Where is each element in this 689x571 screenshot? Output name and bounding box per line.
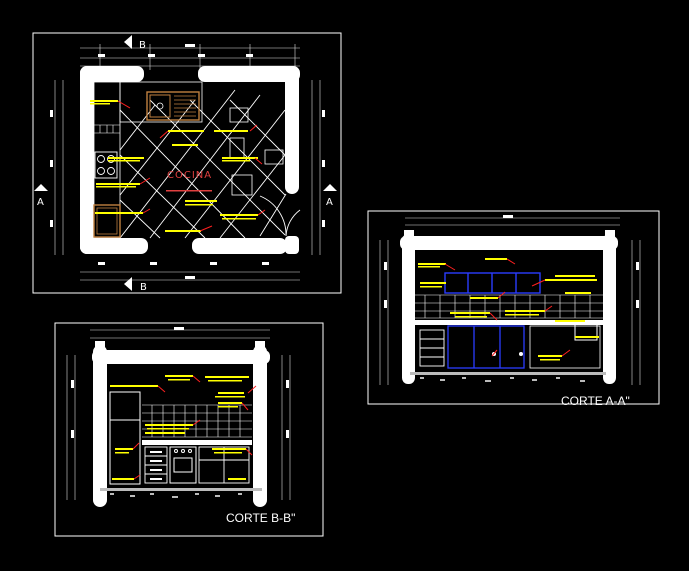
section-b-frame: [54, 322, 324, 537]
plan-dimension-ticks: [50, 44, 325, 279]
section-a-ground: [410, 372, 606, 382]
section-b-drawer-handles: [150, 451, 162, 480]
room-label: COCINA: [167, 170, 212, 181]
section-a-wall-cap-right: [605, 230, 615, 238]
section-a-dim-ticks: [384, 215, 639, 308]
section-b-title: CORTE B-B": [226, 511, 295, 525]
section-a-frame: [367, 210, 660, 405]
section-a-left-wall: [402, 234, 415, 384]
wall-tiles-left: [94, 124, 120, 134]
section-b-countertop: [142, 440, 252, 445]
section-marker-a-right: A: [323, 184, 337, 208]
section-a-countertop: [415, 320, 603, 325]
plan-frame: [32, 32, 342, 294]
section-b-ceiling-slab: [92, 350, 270, 364]
svg-text:B: B: [140, 282, 147, 293]
section-a-right-wall: [603, 234, 616, 384]
section-b-stove: [169, 446, 197, 484]
section-b-tile-wall: [142, 404, 252, 438]
floor-plan: COCINA B B A A: [32, 32, 342, 294]
plan-notes: [90, 100, 258, 232]
section-b-dim-ticks: [71, 327, 289, 438]
refrigerator: [93, 204, 121, 238]
section-a-title: CORTE A-A": [561, 394, 630, 408]
floor-tile-pattern: [119, 89, 286, 239]
section-a-notes: [418, 258, 599, 361]
section-a-sink: [574, 321, 598, 341]
svg-text:A: A: [326, 197, 333, 208]
plan-leaders: [117, 100, 266, 232]
section-a-wall-cap-left: [404, 230, 414, 238]
section-b-leaders: [132, 375, 257, 480]
section-a-elevation: CORTE A-A": [367, 210, 660, 408]
room-label-underline: [166, 190, 212, 192]
door-swing: [259, 193, 301, 237]
section-marker-a-left: A: [34, 184, 48, 208]
right-furniture: [229, 107, 284, 196]
section-b-drawers: [144, 446, 168, 484]
section-a-leaders: [444, 258, 571, 357]
section-marker-b-top: B: [124, 35, 146, 51]
svg-text:B: B: [139, 40, 146, 51]
sink: [146, 91, 200, 121]
section-b-left-wall: [93, 345, 107, 507]
section-b-ground: [100, 488, 262, 498]
section-a-lower-cabinets: [447, 325, 525, 369]
svg-text:A: A: [37, 197, 44, 208]
section-b-wall-cap-left: [95, 341, 105, 349]
plan-walls: [80, 66, 300, 254]
section-a-ceiling-slab: [400, 236, 618, 250]
section-a-drawers: [419, 329, 445, 367]
section-a-cabinet-handles: [492, 352, 523, 356]
section-b-right-wall: [253, 345, 267, 507]
stove-burners: [94, 151, 118, 179]
section-b-wall-cap-right: [255, 341, 265, 349]
section-a-sink-cabinet: [529, 325, 601, 369]
section-b-notes: [110, 375, 249, 480]
section-b-refrigerator: [109, 391, 141, 485]
section-b-elevation: CORTE B-B": [54, 322, 324, 537]
section-marker-b-bottom: B: [124, 277, 147, 293]
section-a-upper-cabinets: [444, 272, 541, 294]
